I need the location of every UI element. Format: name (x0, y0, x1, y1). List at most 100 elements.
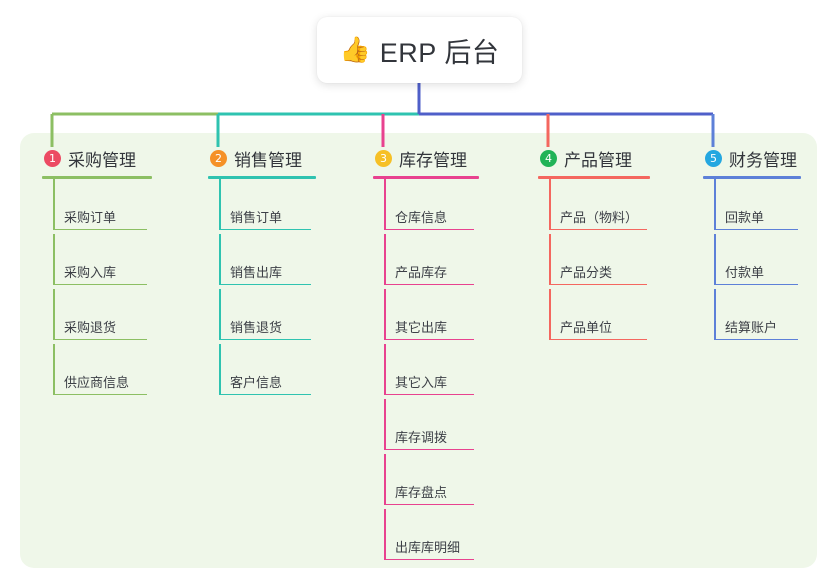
branch-underline (703, 176, 801, 179)
branch-item-underline (53, 338, 147, 340)
branch-item-label: 产品分类 (560, 265, 613, 280)
branch-item-label: 结算账户 (725, 320, 778, 335)
branch-number-badge: 2 (210, 149, 227, 167)
branch-item-underline (219, 393, 311, 395)
branch-item-label: 回款单 (725, 210, 765, 225)
branch-item-stem (384, 399, 386, 450)
branch-item-label: 销售订单 (230, 210, 283, 225)
branch-item-label: 仓库信息 (395, 210, 448, 225)
branch-item-stem (714, 179, 716, 230)
branch-item[interactable]: 其它出库 (373, 289, 479, 344)
branch-item-label: 产品（物料） (560, 210, 639, 225)
branch-item-stem (549, 234, 551, 285)
branch-item-underline (53, 228, 147, 230)
branch-item-label: 库存盘点 (395, 485, 448, 500)
branch-item-underline (714, 283, 798, 285)
branch-underline (208, 176, 316, 179)
branch-item-stem (549, 289, 551, 340)
branch-item-label: 采购订单 (64, 210, 117, 225)
branch-item-label: 产品库存 (395, 265, 448, 280)
branch-item-underline (714, 338, 798, 340)
branch-title: 销售管理 (234, 150, 302, 170)
branch-title: 库存管理 (399, 150, 467, 170)
branch-item-underline (549, 228, 647, 230)
branch-item-label: 采购入库 (64, 265, 117, 280)
branch-item[interactable]: 结算账户 (703, 289, 801, 344)
branch-item[interactable]: 采购订单 (42, 179, 152, 234)
branch-item[interactable]: 库存盘点 (373, 454, 479, 509)
branch-item-list: 仓库信息产品库存其它出库其它入库库存调拨库存盘点出库库明细 (373, 179, 479, 564)
branch-item-underline (53, 283, 147, 285)
branch-column: 1 采购管理采购订单采购入库采购退货供应商信息 (42, 145, 152, 399)
branch-item[interactable]: 产品库存 (373, 234, 479, 289)
branch-item[interactable]: 产品单位 (538, 289, 650, 344)
branch-item-stem (384, 509, 386, 560)
branch-item-label: 付款单 (725, 265, 765, 280)
branch-header[interactable]: 2 销售管理 (208, 145, 316, 171)
branch-item-stem (384, 179, 386, 230)
branch-item-underline (384, 393, 474, 395)
branch-header[interactable]: 4 产品管理 (538, 145, 650, 171)
branch-underline (373, 176, 479, 179)
branch-item-underline (384, 283, 474, 285)
branch-underline (42, 176, 152, 179)
branch-item[interactable]: 销售出库 (208, 234, 316, 289)
branch-item-underline (53, 393, 147, 395)
branch-item-stem (53, 234, 55, 285)
branch-header[interactable]: 1 采购管理 (42, 145, 152, 171)
branch-title: 财务管理 (729, 150, 797, 170)
branch-item[interactable]: 销售订单 (208, 179, 316, 234)
branch-item[interactable]: 产品分类 (538, 234, 650, 289)
branch-item-underline (549, 283, 647, 285)
branch-item-label: 销售出库 (230, 265, 283, 280)
branch-item[interactable]: 采购入库 (42, 234, 152, 289)
branch-item-stem (53, 179, 55, 230)
branch-item[interactable]: 销售退货 (208, 289, 316, 344)
branch-item-label: 供应商信息 (64, 375, 130, 390)
branch-item-label: 其它出库 (395, 320, 448, 335)
branch-column: 5 财务管理回款单付款单结算账户 (703, 145, 801, 344)
branch-number-badge: 5 (705, 149, 722, 167)
branch-item-underline (384, 503, 474, 505)
branch-header[interactable]: 5 财务管理 (703, 145, 801, 171)
branch-item-list: 采购订单采购入库采购退货供应商信息 (42, 179, 152, 399)
branch-column: 4 产品管理产品（物料） 产品分类产品单位 (538, 145, 650, 344)
thumbs-up-emoji: 👍 (339, 35, 371, 64)
branch-item[interactable]: 产品（物料） (538, 179, 650, 234)
branch-item-list: 销售订单销售出库销售退货客户信息 (208, 179, 316, 399)
branch-item[interactable]: 客户信息 (208, 344, 316, 399)
branch-header[interactable]: 3 库存管理 (373, 145, 479, 171)
branch-item-underline (384, 338, 474, 340)
branch-item-stem (219, 179, 221, 230)
branch-title: 产品管理 (564, 150, 632, 170)
branch-item-stem (219, 289, 221, 340)
branch-item[interactable]: 回款单 (703, 179, 801, 234)
branch-item-label: 其它入库 (395, 375, 448, 390)
branch-item-stem (714, 289, 716, 340)
branch-number-badge: 3 (375, 149, 392, 167)
branch-item-underline (219, 228, 311, 230)
branch-item[interactable]: 其它入库 (373, 344, 479, 399)
branch-item[interactable]: 供应商信息 (42, 344, 152, 399)
branch-item[interactable]: 出库库明细 (373, 509, 479, 564)
branch-item-underline (714, 228, 798, 230)
branch-title: 采购管理 (68, 150, 136, 170)
branch-number-badge: 4 (540, 149, 557, 167)
branch-item[interactable]: 库存调拨 (373, 399, 479, 454)
branch-number-badge: 1 (44, 149, 61, 167)
branch-item[interactable]: 付款单 (703, 234, 801, 289)
background-panel (20, 133, 817, 568)
branch-item-label: 采购退货 (64, 320, 117, 335)
branch-column: 2 销售管理销售订单销售出库销售退货客户信息 (208, 145, 316, 399)
branch-item-stem (219, 344, 221, 395)
branch-item-underline (219, 283, 311, 285)
branch-item-stem (53, 344, 55, 395)
branch-item-stem (384, 454, 386, 505)
root-node[interactable]: 👍 ERP 后台 (317, 17, 522, 83)
branch-item[interactable]: 采购退货 (42, 289, 152, 344)
branch-item[interactable]: 仓库信息 (373, 179, 479, 234)
branch-item-list: 产品（物料） 产品分类产品单位 (538, 179, 650, 344)
branch-underline (538, 176, 650, 179)
